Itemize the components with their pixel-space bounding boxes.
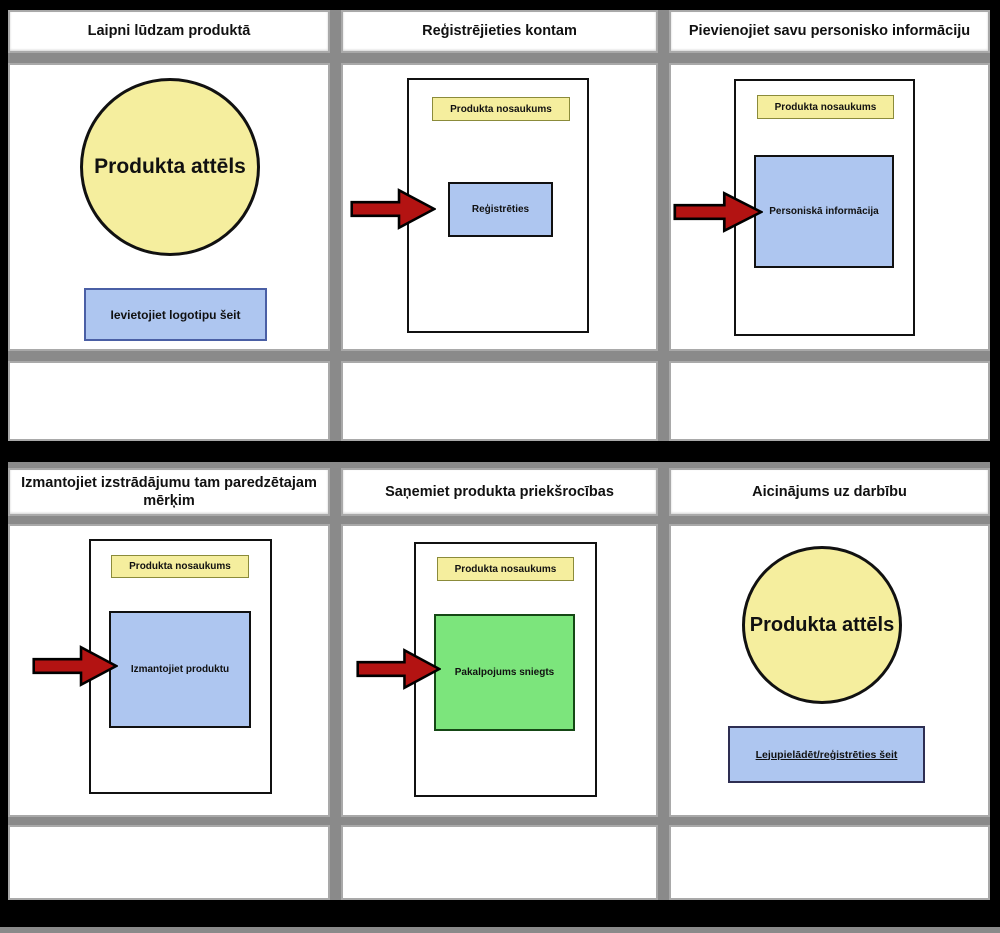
use-product-label: Izmantojiet produktu [130,664,230,675]
panel-title-text: Saņemiet produkta priekšrocības [385,483,614,500]
notes-cell [341,825,658,900]
panel-title-benefits: Saņemiet produkta priekšrocības [341,468,658,516]
product-name-label: Produkta nosaukums [454,563,557,575]
download-register-link[interactable]: Lejupielādēt/reģistrēties šeit [728,726,925,783]
download-register-label: Lejupielādēt/reģistrēties šeit [755,748,898,761]
storyboard-row-2: Izmantojiet izstrādājumu tam paredzētaja… [8,462,990,900]
screen-frame: Produkta nosaukums Reģistrēties [407,78,589,333]
personal-info-box[interactable]: Personiskā informācija [754,155,894,268]
right-arrow-icon [350,186,436,232]
screen-frame: Produkta nosaukums Izmantojiet produktu [89,539,272,794]
personal-info-label: Personiskā informācija [769,206,879,217]
product-name-header: Produkta nosaukums [757,95,894,119]
service-delivered-box[interactable]: Pakalpojums sniegts [434,614,575,731]
product-image-label: Produkta attēls [749,613,895,636]
notes-cell [8,825,330,900]
panel-content-welcome: Produkta attēls Ievietojiet logotipu šei… [8,63,330,351]
panel-title-text: Izmantojiet izstrādājumu tam paredzētaja… [21,474,317,509]
use-product-box[interactable]: Izmantojiet produktu [109,611,251,728]
panel-title-text: Laipni lūdzam produktā [87,23,251,40]
panel-title-text: Pievienojiet savu personisko informāciju [688,23,971,40]
right-arrow-icon [32,643,118,689]
panel-title-welcome: Laipni lūdzam produktā [8,10,330,53]
screen-frame: Produkta nosaukums Pakalpojums sniegts [414,542,597,797]
product-image-circle: Produkta attēls [80,78,260,256]
product-name-header: Produkta nosaukums [437,557,574,581]
panel-title-register: Reģistrējieties kontam [341,10,658,53]
product-name-header: Produkta nosaukums [111,555,249,578]
right-arrow-icon [356,646,441,692]
register-button-label: Reģistrēties [471,204,530,215]
register-button[interactable]: Reģistrēties [448,182,553,237]
product-image-circle: Produkta attēls [742,546,902,704]
product-name-label: Produkta nosaukums [774,101,877,113]
right-arrow-icon [673,189,763,235]
panel-title-call-to-action: Aicinājums uz darbību [669,468,990,516]
logo-placeholder-box: Ievietojiet logotipu šeit [84,288,267,341]
screen-frame: Produkta nosaukums Personiskā informācij… [734,79,915,336]
notes-cell [669,361,990,441]
panel-content-register: Produkta nosaukums Reģistrēties [341,63,658,351]
panel-title-text: Aicinājums uz darbību [752,483,907,500]
notes-cell [669,825,990,900]
notes-cell [341,361,658,441]
panel-content-personal-info: Produkta nosaukums Personiskā informācij… [669,63,990,351]
product-name-header: Produkta nosaukums [432,97,570,121]
logo-placeholder-label: Ievietojiet logotipu šeit [110,307,241,322]
product-image-label: Produkta attēls [94,154,246,178]
panel-content-call-to-action: Produkta attēls Lejupielādēt/reģistrētie… [669,524,990,817]
panel-title-use-product: Izmantojiet izstrādājumu tam paredzētaja… [8,468,330,516]
service-delivered-label: Pakalpojums sniegts [454,667,555,678]
bottom-divider [0,927,1000,933]
storyboard-row-1: Laipni lūdzam produktā Reģistrējieties k… [8,10,990,441]
panel-content-use-product: Produkta nosaukums Izmantojiet produktu [8,524,330,817]
panel-content-benefits: Produkta nosaukums Pakalpojums sniegts [341,524,658,817]
notes-cell [8,361,330,441]
product-name-label: Produkta nosaukums [129,561,231,572]
panel-title-text: Reģistrējieties kontam [422,23,577,40]
panel-title-personal-info: Pievienojiet savu personisko informāciju [669,10,990,53]
product-name-label: Produkta nosaukums [450,103,552,115]
